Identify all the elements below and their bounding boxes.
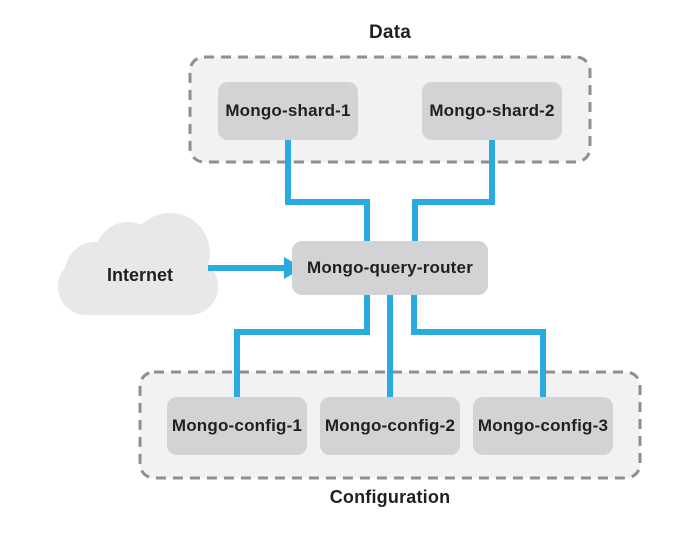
node-mongo-shard-2: Mongo-shard-2 (422, 82, 562, 140)
node-mongo-shard-1: Mongo-shard-1 (218, 82, 358, 140)
configuration-group-label: Configuration (329, 487, 451, 507)
node-label: Mongo-config-2 (324, 416, 456, 435)
node-label: Mongo-shard-2 (429, 101, 555, 120)
connector-shard1-router (285, 138, 370, 243)
node-mongo-query-router: Mongo-query-router (292, 241, 488, 295)
data-group-label: Data (369, 22, 411, 43)
node-label: Mongo-config-1 (171, 416, 303, 435)
node-label: Mongo-config-3 (477, 416, 609, 435)
internet-label: Internet (106, 265, 173, 285)
node-mongo-config-1: Mongo-config-1 (167, 397, 307, 455)
connector-shard2-router (412, 138, 495, 243)
arrow-internet-router (208, 257, 303, 279)
node-mongo-config-2: Mongo-config-2 (320, 397, 460, 455)
cloud-icon (58, 213, 218, 315)
node-label: Mongo-shard-1 (225, 101, 351, 120)
connector-router-config3 (411, 293, 546, 399)
node-label: Mongo-query-router (306, 258, 474, 277)
connector-router-config1 (234, 293, 370, 399)
node-mongo-config-3: Mongo-config-3 (473, 397, 613, 455)
